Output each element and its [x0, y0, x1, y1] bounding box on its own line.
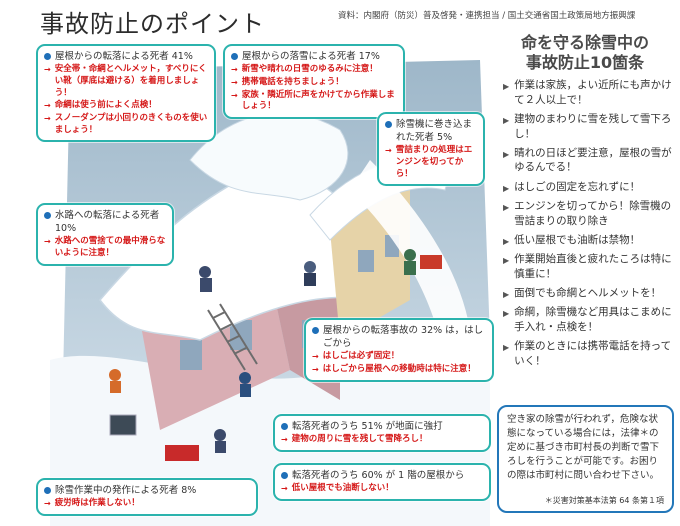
callout-ladder-head: 屋根からの転落事故の 32% は，はしごから	[323, 325, 484, 350]
workers	[109, 249, 416, 453]
triangle-bullet-icon: ▶	[503, 183, 510, 193]
tips-list: ▶ 作業は家族，よい近所にも声かけて２人以上で！ ▶ 建物のまわりに雪を残して雪下ろ…	[503, 78, 675, 373]
tip-item: ▶ エンジンを切ってから！除雪機の雪詰まりの取り除き	[503, 199, 675, 228]
triangle-bullet-icon: ▶	[503, 236, 510, 246]
triangle-bullet-icon: ▶	[503, 149, 510, 159]
callout-illness-item-1: 疲労時は作業しない！	[54, 498, 140, 509]
arrow-right-icon: →	[44, 499, 51, 509]
triangle-bullet-icon: ▶	[503, 308, 510, 318]
callout-machine: 除雪機に巻き込まれた死者 5% →雪詰まりの処理はエンジンを切ってから！	[377, 112, 485, 187]
triangle-bullet-icon: ▶	[503, 115, 510, 125]
tips-panel-title: 命を守る除雪中の 事故防止10箇条	[500, 33, 670, 73]
arrow-right-icon: →	[231, 65, 238, 75]
bullet-dot-icon	[281, 423, 288, 430]
snow-cart	[165, 445, 199, 461]
arrow-right-icon: →	[44, 237, 51, 247]
tip-item: ▶ 低い屋根でも油断は禁物！	[503, 233, 675, 248]
callout-ladder: 屋根からの転落事故の 32% は，はしごから →はしごは必ず固定！ →はしごから…	[304, 318, 494, 382]
arrow-right-icon: →	[44, 65, 51, 75]
callout-roof-snow-item-3: 家族・隣近所に声をかけてから作業しましょう！	[241, 89, 395, 112]
callout-roof-fall: 屋根からの転落による死者 41% →安全帯・命綱とヘルメット，すべりにくい靴（厚…	[36, 44, 216, 143]
arrow-right-icon: →	[281, 484, 288, 494]
bullet-dot-icon	[312, 327, 319, 334]
tip-text: 低い屋根でも油断は禁物！	[514, 233, 641, 246]
callout-ground-head: 転落死者のうち 51% が地面に強打	[292, 421, 443, 432]
tip-text: 晴れの日ほど要注意，屋根の雪がゆるんでる！	[514, 146, 672, 174]
callout-roof-snow-head: 屋根からの落雪による死者 17%	[242, 51, 380, 62]
callout-waterway-head: 水路への転落による死者 10%	[55, 210, 160, 235]
notice-footnote: ＊災害対策基本法第 64 条第１項	[544, 496, 664, 506]
vacant-house-notice: 空き家の除雪が行われず，危険な状態になっている場合には，法律＊の定めに基づき市町…	[497, 405, 674, 513]
callout-first-floor-item-1: 低い屋根でも油断しない！	[291, 483, 394, 494]
callout-illness: 除雪作業中の発作による死者 8% →疲労時は作業しない！	[36, 478, 258, 516]
triangle-bullet-icon: ▶	[503, 82, 510, 91]
tip-item: ▶ 面倒でも命綱とヘルメットを！	[503, 286, 675, 301]
bullet-dot-icon	[44, 53, 51, 60]
arrow-right-icon: →	[44, 101, 51, 111]
arrow-right-icon: →	[231, 90, 238, 100]
source-credit: 資料：内閣府（防災）普及啓発・連携担当 / 国土交通省国土政策局地方振興課	[338, 11, 636, 21]
tip-text: 建物のまわりに雪を残して雪下ろし！	[514, 112, 672, 140]
callout-roof-fall-item-1: 安全帯・命綱とヘルメット，すべりにくい靴（厚底は避ける）を着用しましょう！	[54, 64, 207, 98]
tip-text: 作業開始直後と疲れたころは特に慎重に！	[514, 252, 672, 280]
callout-roof-fall-item-2: 命綱は使う前によく点検！	[54, 100, 157, 111]
arrow-right-icon: →	[44, 113, 51, 123]
tip-item: ▶ 作業は家族，よい近所にも声かけて２人以上で！	[503, 78, 675, 107]
callout-roof-snow-item-1: 新雪や晴れの日雪のゆるみに注意！	[241, 64, 378, 75]
arrow-right-icon: →	[281, 435, 288, 445]
snow-blower	[420, 255, 442, 269]
callout-waterway: 水路への転落による死者 10% →水路への雪捨ての最中滑らないように注意！	[36, 203, 174, 266]
bullet-dot-icon	[385, 121, 392, 128]
callout-ground: 転落死者のうち 51% が地面に強打 →建物の周りに雪を残して雪降ろし！	[273, 414, 491, 452]
bullet-dot-icon	[44, 487, 51, 494]
tip-text: はしごの固定を忘れずに！	[514, 180, 641, 193]
bullet-dot-icon	[231, 53, 238, 60]
arrow-right-icon: →	[312, 364, 319, 374]
callout-waterway-item-1: 水路への雪捨ての最中滑らないように注意！	[54, 236, 166, 258]
tip-item: ▶ 建物のまわりに雪を残して雪下ろし！	[503, 112, 675, 141]
tip-item: ▶ 命綱，除雪機など用具はこまめに手入れ・点検を！	[503, 305, 675, 334]
tip-text: 命綱，除雪機など用具はこまめに手入れ・点検を！	[514, 305, 672, 333]
tip-item: ▶ 晴れの日ほど要注意，屋根の雪がゆるんでる！	[503, 146, 675, 175]
callout-machine-head: 除雪機に巻き込まれた死者 5%	[396, 119, 473, 144]
callout-machine-item-1: 雪詰まりの処理はエンジンを切ってから！	[395, 145, 473, 179]
ladder	[207, 303, 258, 371]
tip-text: 面倒でも命綱とヘルメットを！	[514, 286, 662, 299]
triangle-bullet-icon: ▶	[503, 342, 510, 352]
triangle-bullet-icon: ▶	[503, 289, 510, 299]
tip-item: ▶ 作業のときには携帯電話を持っていく！	[503, 339, 675, 368]
bullet-dot-icon	[44, 212, 51, 219]
tips-title-line-1: 命を守る除雪中の	[520, 33, 649, 52]
tip-item: ▶ 作業開始直後と疲れたころは特に慎重に！	[503, 252, 675, 281]
tips-title-line-2: 事故防止10箇条	[525, 53, 645, 72]
callout-roof-snow: 屋根からの落雪による死者 17% →新雪や晴れの日雪のゆるみに注意！ →携帯電話…	[223, 44, 405, 119]
callout-roof-fall-item-3: スノーダンプは小回りのきくものを使いましょう！	[54, 112, 208, 135]
callout-ladder-item-2: はしごから屋根への移動時は特に注意！	[322, 363, 476, 374]
tip-text: 作業のときには携帯電話を持っていく！	[514, 339, 672, 367]
notice-text: 空き家の除雪が行われず，危険な状態になっている場合には，法律＊の定めに基づき市町…	[507, 414, 660, 482]
callout-roof-fall-head: 屋根からの転落による死者 41%	[55, 51, 193, 62]
tip-item: ▶ はしごの固定を忘れずに！	[503, 180, 675, 195]
callout-ground-item-1: 建物の周りに雪を残して雪降ろし！	[291, 434, 428, 445]
callout-roof-snow-item-2: 携帯電話を持ちましょう！	[241, 76, 344, 87]
arrow-right-icon: →	[385, 146, 392, 156]
bullet-dot-icon	[281, 472, 288, 479]
callout-first-floor-head: 転落死者のうち 60% が 1 階の屋根から	[292, 470, 465, 481]
page-title: 事故防止のポイント	[40, 10, 265, 38]
arrow-right-icon: →	[231, 77, 238, 87]
arrow-right-icon: →	[312, 352, 319, 362]
tip-text: エンジンを切ってから！除雪機の雪詰まりの取り除き	[514, 199, 672, 227]
triangle-bullet-icon: ▶	[503, 255, 510, 265]
tip-text: 作業は家族，よい近所にも声かけて２人以上で！	[514, 79, 672, 106]
drain-grate	[109, 414, 137, 436]
triangle-bullet-icon: ▶	[503, 202, 510, 212]
callout-ladder-item-1: はしごは必ず固定！	[322, 351, 400, 362]
callout-first-floor: 転落死者のうち 60% が 1 階の屋根から →低い屋根でも油断しない！	[273, 463, 491, 501]
callout-illness-head: 除雪作業中の発作による死者 8%	[55, 485, 197, 496]
